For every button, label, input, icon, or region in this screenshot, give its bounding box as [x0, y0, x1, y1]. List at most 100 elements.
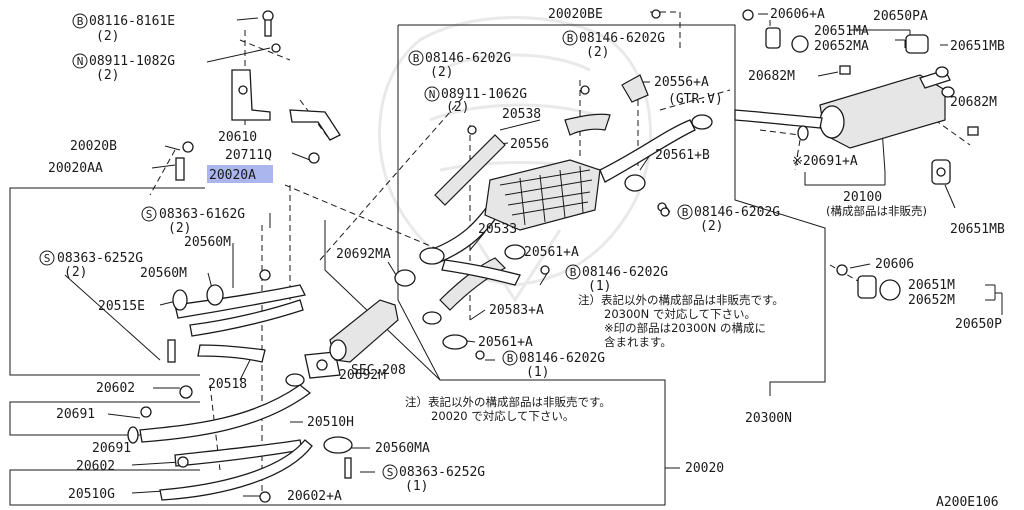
highlight-20020a — [207, 165, 273, 183]
label-20020: 20020 — [685, 461, 724, 476]
label-20560ma: 20560MA — [375, 441, 430, 456]
circle-b-low: B — [502, 350, 518, 366]
svg-text:B: B — [682, 206, 689, 219]
label-20300n: 20300N — [745, 411, 792, 426]
label-20602a: 20602+A — [287, 489, 342, 504]
label-20020be: 20020BE — [548, 7, 603, 22]
notes-20020: 注）表記以外の構成部品は非販売です。 20020 で対応して下さい。 — [405, 395, 611, 423]
label-20606a: 20606+A — [770, 7, 825, 22]
qty-08363-6252g-top: (2) — [64, 265, 87, 280]
qty-08911-1062g: (2) — [446, 100, 469, 115]
label-20602-b: 20602 — [76, 459, 115, 474]
label-20691-a: 20691 — [56, 407, 95, 422]
label-20692ma: 20692MA — [336, 247, 391, 262]
svg-text:B: B — [507, 352, 514, 365]
note-20300n-line-3: ※印の部品は20300N の構成に — [604, 321, 766, 335]
circle-s-6252g-top: S — [39, 250, 55, 266]
svg-text:B: B — [413, 52, 420, 65]
circle-s-6252g-bot: S — [382, 464, 398, 480]
label-20533: 20533 — [478, 222, 517, 237]
label-20682m-b: 20682M — [950, 95, 997, 110]
circle-b-top2: B — [562, 30, 578, 46]
label-20682m-a: 20682M — [748, 69, 795, 84]
svg-text:B: B — [567, 32, 574, 45]
svg-text:N: N — [429, 88, 436, 101]
circle-n-08911: N — [72, 53, 88, 69]
label-20652ma: 20652MA — [814, 39, 869, 54]
qty-08146-6202g-top1: (2) — [430, 65, 453, 80]
label-20561b: 20561+B — [655, 148, 710, 163]
circle-b-top1: B — [408, 50, 424, 66]
label-08146-6202g-right: 08146-6202G — [694, 205, 780, 220]
label-20556a: 20556+A — [654, 75, 709, 90]
circle-b-right: B — [677, 204, 693, 220]
qty-08363-6252g-bot: (1) — [405, 479, 428, 494]
label-20510g: 20510G — [68, 487, 115, 502]
qty-08146-6202g-right: (2) — [700, 219, 723, 234]
svg-text:S: S — [146, 208, 153, 221]
label-20510h: 20510H — [307, 415, 354, 430]
note-20300n-line-2: 20300N で対応して下さい。 — [604, 307, 756, 321]
label-20651m: 20651M — [908, 278, 955, 293]
circle-b-mid: B — [565, 264, 581, 280]
label-08363-6162g: 08363-6162G — [159, 207, 245, 222]
svg-text:S: S — [44, 252, 51, 265]
svg-text:N: N — [77, 55, 84, 68]
circle-s-6162g: S — [141, 206, 157, 222]
qty-08116-8161e: (2) — [96, 29, 119, 44]
circle-n-1062g: N — [424, 86, 440, 102]
label-20650p: 20650P — [955, 317, 1002, 332]
label-20692m: 20692M — [339, 368, 386, 383]
frame-lines — [9, 24, 886, 506]
label-20606: 20606 — [875, 257, 914, 272]
note-20020-line-1: 注）表記以外の構成部品は非販売です。 — [405, 395, 611, 409]
label-20515e: 20515E — [98, 299, 145, 314]
label-20651mb-top: 20651MB — [950, 39, 1005, 54]
note-20020-line-2: 20020 で対応して下さい。 — [431, 409, 574, 423]
note-20300n-line-4: 含まれます。 — [604, 335, 672, 349]
label-20020a: 20020A — [209, 168, 256, 183]
part-labels: 08116-8161E (2) 08911-1082G (2) 20610 20… — [48, 7, 1005, 510]
label-08146-6202g-mid: 08146-6202G — [582, 265, 668, 280]
label-20583a: 20583+A — [489, 303, 544, 318]
label-08363-6252g-top: 08363-6252G — [57, 251, 143, 266]
label-20652m: 20652M — [908, 293, 955, 308]
label-08146-6202g-top1: 08146-6202G — [425, 51, 511, 66]
label-20602-a: 20602 — [96, 381, 135, 396]
label-20556: 20556 — [510, 137, 549, 152]
label-20691a: ※20691+A — [792, 154, 858, 169]
label-20650pa: 20650PA — [873, 9, 928, 24]
label-20711q: 20711Q — [225, 148, 272, 163]
svg-text:S: S — [387, 466, 394, 479]
qty-08911-1082g: (2) — [96, 68, 119, 83]
label-08146-6202g-low: 08146-6202G — [519, 351, 605, 366]
label-20561a-bot: 20561+A — [478, 335, 533, 350]
label-20610: 20610 — [218, 130, 257, 145]
qty-08146-6202g-low: (1) — [526, 365, 549, 380]
svg-text:B: B — [570, 266, 577, 279]
label-20100: 20100 — [843, 190, 882, 205]
label-gtrv: (GTR.V) — [668, 92, 723, 107]
label-20651mb-bot: 20651MB — [950, 222, 1005, 237]
label-20518: 20518 — [208, 377, 247, 392]
svg-text:B: B — [77, 15, 84, 28]
label-20538: 20538 — [502, 107, 541, 122]
label-20561a-top: 20561+A — [524, 245, 579, 260]
notes-20300n: 注）表記以外の構成部品は非販売です。 20300N で対応して下さい。 ※印の部… — [578, 293, 784, 349]
label-20020b: 20020B — [70, 139, 117, 154]
qty-08146-6202g-top2: (2) — [586, 45, 609, 60]
label-08363-6252g-bot: 08363-6252G — [399, 465, 485, 480]
parts-artwork — [127, 9, 979, 503]
label-20691-b: 20691 — [92, 441, 131, 456]
qty-08146-6202g-mid: (1) — [588, 279, 611, 294]
label-20560m-a: 20560M — [184, 235, 231, 250]
label-20100-note: (構成部品は非販売) — [826, 204, 927, 218]
reference-code: A200E106 — [936, 495, 999, 510]
label-20560m-b: 20560M — [140, 266, 187, 281]
label-08116-8161e: 08116-8161E — [89, 14, 175, 29]
circle-markers: B N S S S B B B B N B — [39, 13, 693, 480]
label-08146-6202g-top2: 08146-6202G — [579, 31, 665, 46]
label-sec208: SEC.208 — [351, 363, 406, 378]
label-08911-1082g: 08911-1082G — [89, 54, 175, 69]
